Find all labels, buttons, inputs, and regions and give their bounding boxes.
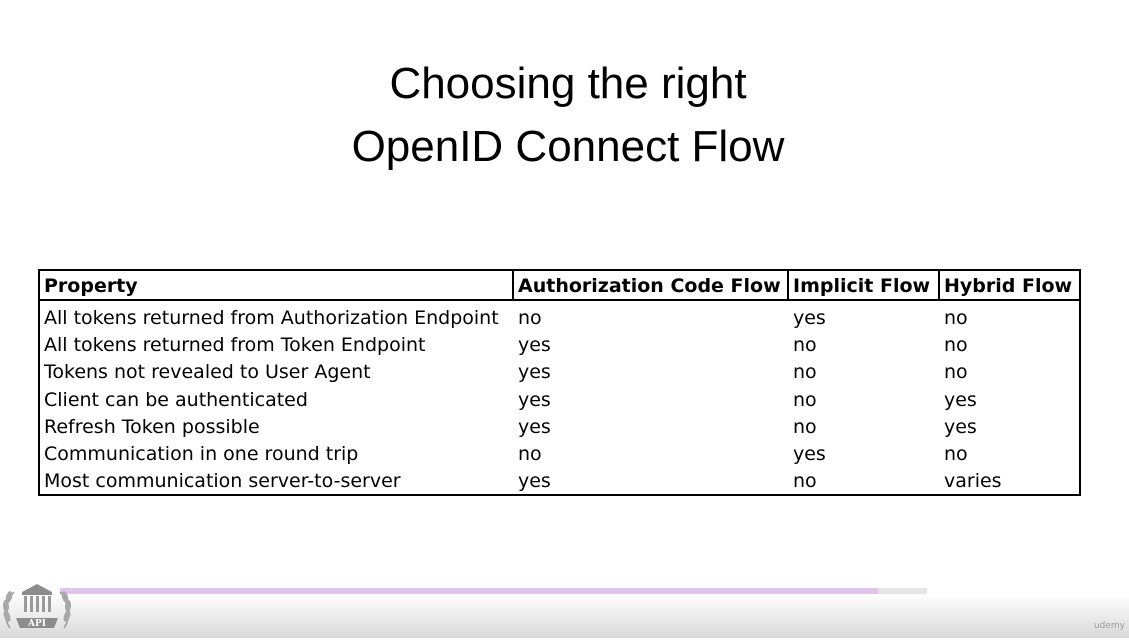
slide-title-line-2: OpenID Connect Flow bbox=[351, 122, 785, 171]
cell-implicit: no bbox=[793, 361, 817, 383]
laurel-pillars-logo-icon: API bbox=[0, 572, 74, 638]
header-hybrid-flow: Hybrid Flow bbox=[944, 275, 1073, 297]
table-row: Most communication server-to-server yes … bbox=[40, 468, 1079, 495]
column-divider bbox=[512, 271, 514, 299]
table-row: All tokens returned from Authorization E… bbox=[40, 305, 1079, 332]
cell-authorization-code: yes bbox=[518, 361, 551, 383]
cell-property: Most communication server-to-server bbox=[44, 470, 401, 492]
table-row: Tokens not revealed to User Agent yes no… bbox=[40, 359, 1079, 386]
cell-property: Communication in one round trip bbox=[44, 443, 359, 465]
cell-implicit: yes bbox=[793, 307, 826, 329]
column-divider bbox=[938, 271, 940, 299]
cell-hybrid: no bbox=[944, 443, 968, 465]
column-divider bbox=[787, 271, 789, 299]
cell-authorization-code: yes bbox=[518, 389, 551, 411]
header-implicit-flow: Implicit Flow bbox=[793, 275, 931, 297]
slide-title-line-1: Choosing the right bbox=[389, 59, 747, 108]
cell-implicit: no bbox=[793, 334, 817, 356]
player-footer bbox=[0, 594, 1129, 638]
video-progress-fill bbox=[60, 588, 878, 594]
cell-hybrid: no bbox=[944, 334, 968, 356]
cell-property: Tokens not revealed to User Agent bbox=[44, 361, 371, 383]
video-progress-bar[interactable] bbox=[60, 588, 927, 594]
cell-authorization-code: no bbox=[518, 443, 542, 465]
cell-hybrid: yes bbox=[944, 389, 977, 411]
cell-property: Client can be authenticated bbox=[44, 389, 308, 411]
cell-property: All tokens returned from Token Endpoint bbox=[44, 334, 426, 356]
watermark: udemy bbox=[1093, 621, 1125, 631]
table-header-row: Property Authorization Code Flow Implici… bbox=[40, 271, 1079, 301]
cell-hybrid: no bbox=[944, 307, 968, 329]
cell-authorization-code: yes bbox=[518, 470, 551, 492]
flow-comparison-table: Property Authorization Code Flow Implici… bbox=[38, 269, 1081, 496]
cell-implicit: yes bbox=[793, 443, 826, 465]
cell-hybrid: varies bbox=[944, 470, 1002, 492]
table-row: Client can be authenticated yes no yes bbox=[40, 387, 1079, 414]
table-row: Refresh Token possible yes no yes bbox=[40, 414, 1079, 441]
slide-title: Choosing the right OpenID Connect Flow bbox=[0, 52, 1129, 178]
cell-property: All tokens returned from Authorization E… bbox=[44, 307, 499, 329]
cell-property: Refresh Token possible bbox=[44, 416, 260, 438]
cell-authorization-code: yes bbox=[518, 416, 551, 438]
cell-hybrid: no bbox=[944, 361, 968, 383]
cell-implicit: no bbox=[793, 416, 817, 438]
cell-hybrid: yes bbox=[944, 416, 977, 438]
table-row: All tokens returned from Token Endpoint … bbox=[40, 332, 1079, 359]
cell-implicit: no bbox=[793, 470, 817, 492]
header-authorization-code-flow: Authorization Code Flow bbox=[518, 275, 781, 297]
logo-text: API bbox=[27, 619, 46, 629]
cell-authorization-code: yes bbox=[518, 334, 551, 356]
cell-implicit: no bbox=[793, 389, 817, 411]
table-row: Communication in one round trip no yes n… bbox=[40, 441, 1079, 468]
cell-authorization-code: no bbox=[518, 307, 542, 329]
header-property: Property bbox=[44, 275, 138, 297]
